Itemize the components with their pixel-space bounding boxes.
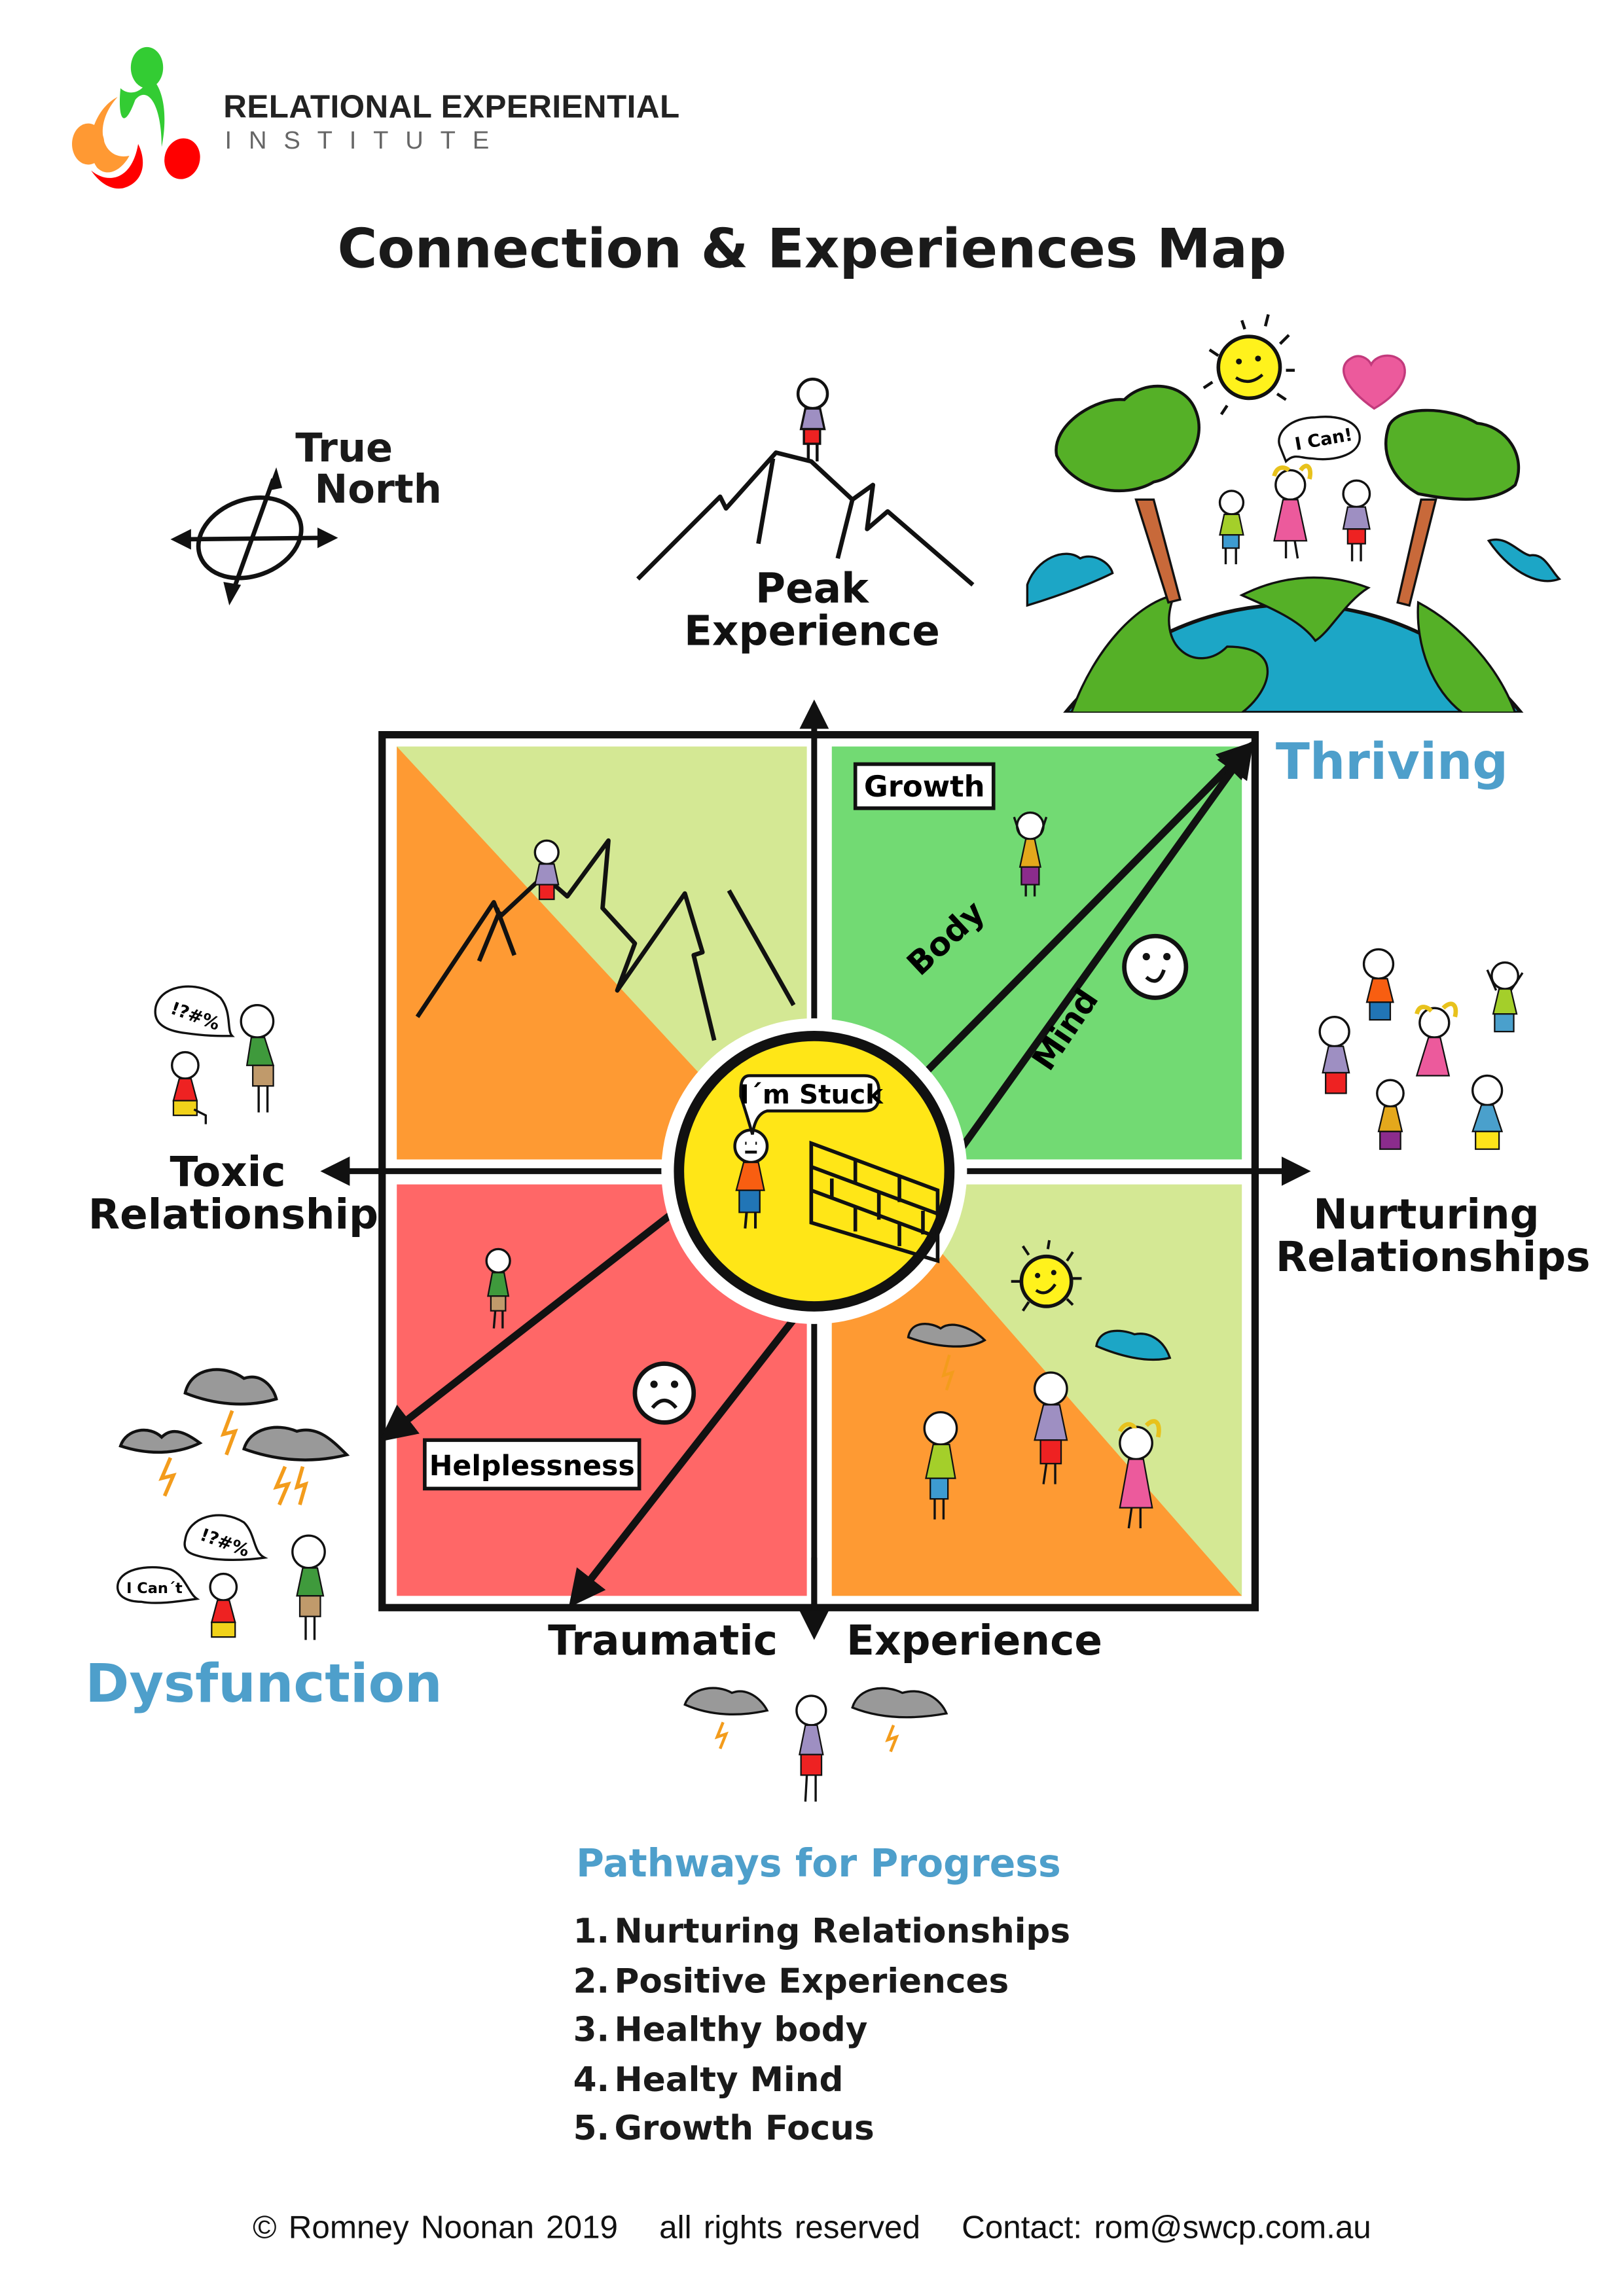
helplessness-tag (423, 1438, 641, 1491)
storm-cloud-icon (183, 1368, 278, 1456)
logo-green-figure (119, 76, 165, 147)
speech-bubble (1278, 416, 1361, 463)
pathway-item: 4.Healty Mind (573, 2060, 844, 2100)
child-figure (1033, 1371, 1068, 1484)
storm-cloud-icon (242, 1426, 350, 1506)
cloud-right-icon (1487, 538, 1562, 583)
growth-tag (853, 762, 996, 810)
tree-left-icon (1055, 384, 1200, 604)
growth-tag-label: Growth (864, 769, 985, 804)
cloud-left-icon (1026, 552, 1114, 607)
peak-mountains (636, 450, 975, 587)
copyright: © Romney Noonan 2019 (253, 2208, 619, 2246)
storm-cloud-icon (907, 1323, 987, 1348)
traumatic-storm-illustration (683, 1687, 948, 1802)
helplessness-tag-label: Helplessness (429, 1450, 635, 1482)
sad-child-figure (485, 1247, 511, 1329)
storm-cloud-icon (683, 1687, 769, 1749)
pathway-item: 2.Positive Experiences (573, 1962, 1009, 2001)
nurturing-children-illustration (1318, 948, 1524, 1150)
girl-figure (1272, 463, 1312, 559)
climber-head (796, 378, 829, 410)
mind-arrow (949, 740, 1254, 1163)
logo-orange-head (72, 123, 105, 165)
speech-bubble (183, 1514, 268, 1561)
pathway-item: 5.Growth Focus (573, 2110, 875, 2149)
storm-cloud-icon (851, 1687, 948, 1753)
brand-name: RELATIONAL EXPERIENTIAL (223, 88, 680, 125)
institute-logo (72, 46, 200, 189)
pathway-item: 3.Healthy body (573, 2011, 868, 2051)
true-north-label: True North (295, 426, 442, 514)
peak-climber-illustration (636, 378, 975, 587)
footer: © Romney Noonan 2019 all rights reserved… (0, 2209, 1624, 2247)
child-figure (1342, 479, 1371, 562)
storm-cloud-icon (118, 1428, 203, 1497)
page-title: Connection & Experiences Map (337, 217, 1287, 281)
logo-red-figure (91, 144, 143, 189)
sun-icon (1011, 1240, 1082, 1312)
cloud-icon (1095, 1329, 1172, 1361)
rights-notice: all rights reserved (659, 2208, 921, 2246)
trauma-arrow (568, 1291, 818, 1608)
peak-experience-label: Peak Experience (683, 564, 940, 656)
growth-child-figure (1013, 811, 1048, 897)
pathways-title: Pathways for Progress (576, 1842, 1061, 1887)
climber-figure (533, 839, 560, 901)
traumatic-label: Traumatic (548, 1616, 778, 1665)
child-figure (923, 1410, 958, 1520)
child-figure (1218, 490, 1245, 565)
speech-bubble (154, 985, 235, 1037)
helplessness-arrow (379, 1196, 693, 1442)
quadrant-grid: Growth Body Mind He (320, 699, 1311, 1640)
dysfunction-label: Dysfunction (85, 1655, 442, 1715)
logo-green-head (130, 46, 164, 88)
thriving-world-illustration: I Can! (1026, 314, 1562, 713)
dysfunction-sad-speech: I Can´t (126, 1580, 183, 1597)
experience-label: Experience (846, 1616, 1103, 1665)
happy-face-icon (1122, 933, 1189, 1000)
stuck-speech-bubble (739, 1074, 880, 1135)
thriving-label: Thriving (1275, 733, 1508, 793)
sad-face-icon (632, 1361, 696, 1425)
brand-subname: INSTITUTE (225, 126, 507, 154)
sun-icon (1202, 314, 1295, 416)
tree-right-icon (1384, 408, 1521, 607)
mountains-illustration (415, 838, 796, 1041)
stuck-speech-text: I´m Stuck (740, 1079, 884, 1110)
dysfunction-illustration: !?#% I Can´t (116, 1368, 350, 1640)
logo-red-head (164, 138, 200, 179)
toxic-relationship-illustration: !?#% (154, 985, 275, 1124)
toxic-relationship-label: Toxic Relationship (88, 1147, 378, 1240)
pathways-list: 1.Nurturing Relationships 2.Positive Exp… (573, 1913, 1071, 2159)
girl-figure (1117, 1419, 1161, 1529)
compass-icon (170, 467, 338, 606)
brick-wall-icon (809, 1140, 940, 1264)
contact-link[interactable]: Contact: rom@swcp.com.au (962, 2208, 1371, 2246)
speech-bubble (116, 1566, 200, 1604)
nurturing-relationships-label: Nurturing Relationships (1275, 1190, 1591, 1282)
pathway-item: 1.Nurturing Relationships (573, 1913, 1071, 1952)
sad-child-figure (795, 1695, 827, 1802)
heart-icon (1343, 354, 1406, 410)
